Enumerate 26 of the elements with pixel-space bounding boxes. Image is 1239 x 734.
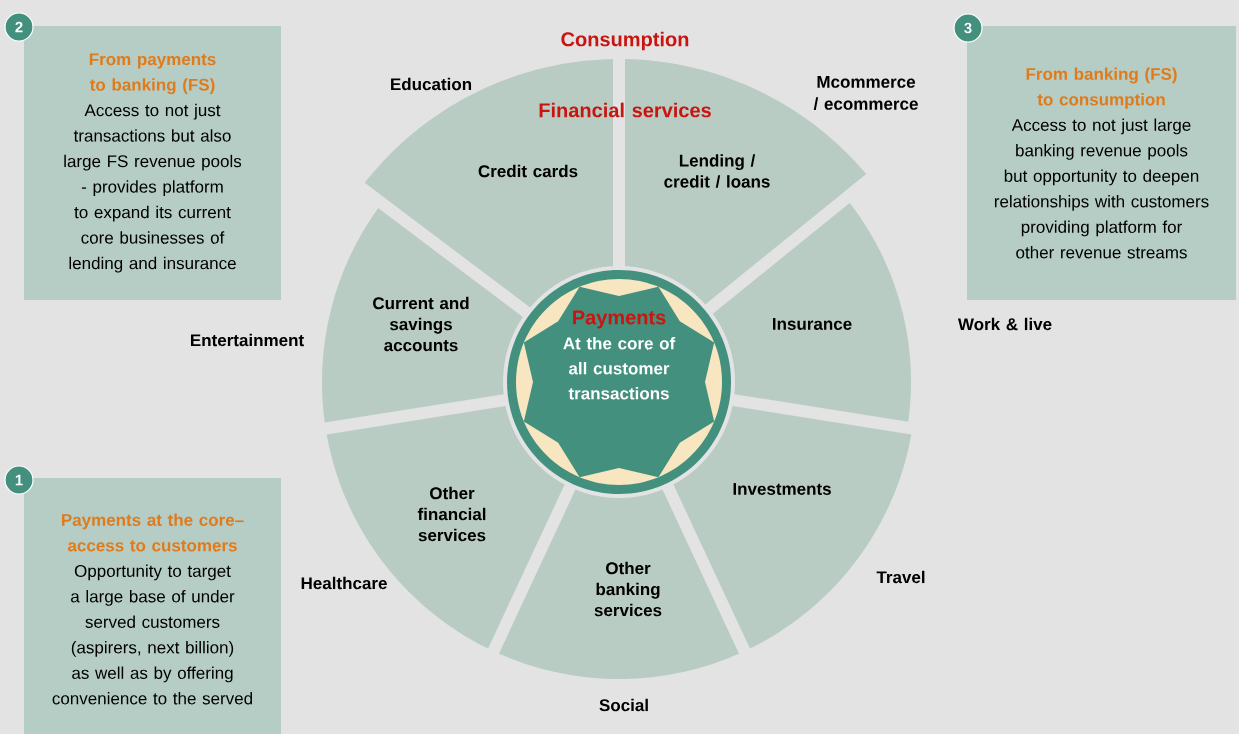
box-text: Access to not just large banking revenue pools but opportunity to deepen relationships with customers providing platform for other revenue streams	[994, 118, 1209, 259]
category-label: Entertainment	[191, 333, 304, 347]
node-label: Other banking services	[594, 561, 662, 617]
category-label: Social	[599, 698, 648, 712]
box-text: Opportunity to target a large base of under served customers (aspirers, next billion) as well as by offering convenience to the served	[52, 564, 252, 705]
node-label: Lending / credit / loans	[664, 154, 770, 188]
box-heading: From banking (FS) to consumption	[1026, 67, 1177, 109]
box-text: Access to not just transactions but also large FS revenue pools - provides platform to expand its current core businesses of lending and insurance	[64, 103, 242, 273]
number-badge: 3	[953, 13, 983, 43]
number-badge: 1	[4, 465, 34, 495]
node-label: Current and savings accounts	[373, 296, 469, 352]
heading-label: Financial services	[539, 102, 711, 118]
info-box	[24, 26, 281, 300]
box-heading: From payments to banking (FS)	[89, 53, 216, 95]
box-heading: Payments at the core–access to customers	[62, 513, 244, 552]
sector: Insurance	[712, 202, 911, 422]
sector: Current and savings accounts	[322, 208, 523, 423]
category-label: Mcommerce / ecommerce	[813, 76, 918, 111]
heading-label: Consumption	[561, 31, 689, 51]
info-box	[24, 478, 281, 734]
category-label: Work & live	[957, 317, 1052, 331]
node-label: Credit cards	[478, 164, 578, 178]
node-label: Other financial services	[417, 486, 486, 542]
number-badge: 2	[4, 12, 34, 42]
category-label: Education	[391, 77, 472, 91]
node-label: Insurance	[773, 318, 852, 330]
